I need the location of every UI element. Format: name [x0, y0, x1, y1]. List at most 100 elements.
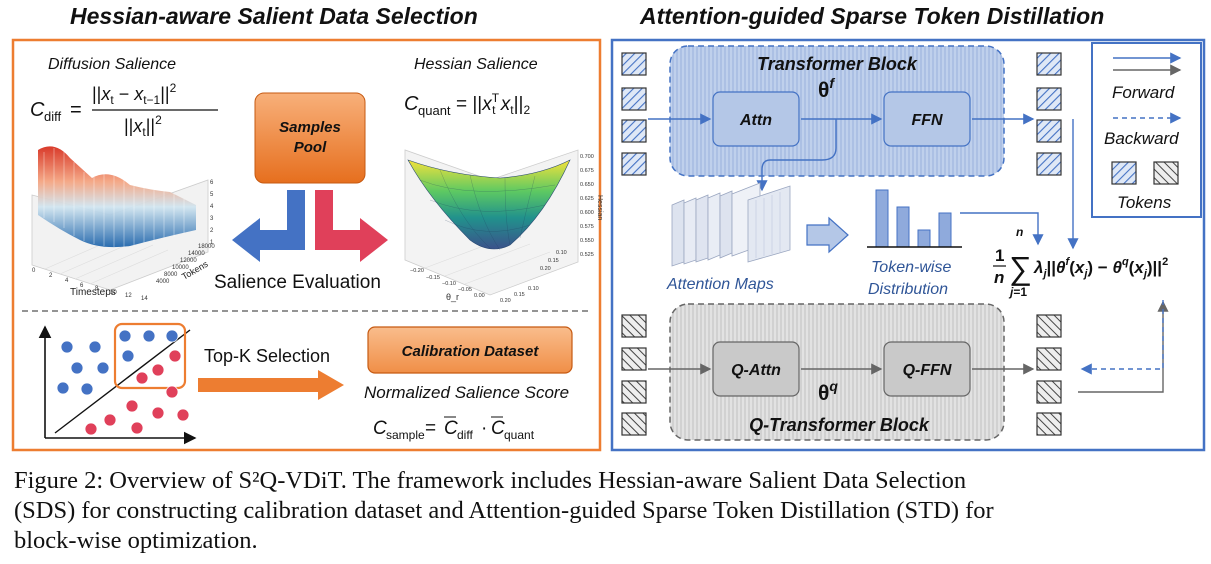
svg-text:n: n: [1016, 225, 1023, 239]
svg-text:= ||xTt xt||2: = ||xTt xt||2: [456, 91, 530, 117]
svg-text:diff: diff: [457, 428, 473, 442]
svg-text:Samples: Samples: [279, 119, 341, 136]
svg-text:18000: 18000: [198, 244, 215, 250]
token-dist-label-2: Distribution: [868, 281, 948, 298]
svg-text:4000: 4000: [156, 279, 170, 285]
svg-text:0.20: 0.20: [540, 266, 551, 272]
svg-text:Backward: Backward: [1104, 129, 1179, 148]
svg-text:quant: quant: [418, 103, 451, 118]
svg-text:θ_r: θ_r: [446, 292, 459, 302]
normalized-score-label: Normalized Salience Score: [364, 383, 569, 402]
svg-text:C: C: [404, 93, 419, 115]
samples-pool-box: Samples Pool: [254, 92, 366, 184]
svg-text:Hessian: Hessian: [596, 195, 603, 220]
attn-box: [712, 91, 800, 147]
svg-text:2: 2: [210, 228, 214, 234]
svg-text:C: C: [30, 99, 45, 121]
svg-text:∑: ∑: [1009, 250, 1032, 286]
svg-text:C: C: [373, 418, 387, 439]
svg-text:Tokens: Tokens: [1117, 193, 1172, 212]
svg-text:0.650: 0.650: [580, 182, 594, 188]
q-transformer-block-label: Q-Transformer Block: [749, 415, 930, 435]
q-transformer-block: [669, 303, 1005, 441]
svg-text:Attn: Attn: [739, 112, 772, 129]
svg-text:−0.20: −0.20: [410, 268, 424, 274]
svg-text:Forward: Forward: [1112, 83, 1175, 102]
svg-text:0.550: 0.550: [580, 238, 594, 244]
svg-text:14: 14: [141, 296, 148, 302]
svg-text:12000: 12000: [180, 258, 197, 264]
salience-evaluation-label: Salience Evaluation: [214, 272, 381, 293]
svg-text:Calibration Dataset: Calibration Dataset: [402, 343, 540, 360]
q-ffn-box: [883, 341, 971, 397]
diffusion-formula: C diff = ||xt − xt−1||2 ||xt||2: [30, 81, 218, 139]
svg-text:0.10: 0.10: [556, 250, 567, 256]
svg-text:quant: quant: [504, 428, 535, 442]
svg-text:−0.05: −0.05: [458, 287, 472, 293]
svg-text:n: n: [994, 268, 1004, 287]
calibration-dataset-box: Calibration Dataset: [367, 326, 573, 374]
svg-text:8: 8: [95, 286, 99, 292]
svg-text:3: 3: [210, 216, 214, 222]
ffn-box: [883, 91, 971, 147]
svg-text:j=1: j=1: [1008, 285, 1027, 299]
input-tokens-quant: [621, 314, 647, 436]
theta-q: θq: [818, 378, 838, 405]
svg-text:0.675: 0.675: [580, 168, 594, 174]
svg-text:λj||θf(xj) − θq(xj)||2: λj||θf(xj) − θq(xj)||2: [1033, 256, 1168, 280]
output-tokens-quant: [1036, 314, 1062, 436]
svg-text:6: 6: [210, 180, 214, 186]
svg-text:0.700: 0.700: [580, 154, 594, 160]
svg-text:1: 1: [995, 246, 1004, 265]
svg-text:C: C: [444, 418, 458, 439]
svg-text:0.20: 0.20: [500, 298, 511, 304]
svg-text:0.525: 0.525: [580, 252, 594, 258]
svg-text:Q-FFN: Q-FFN: [903, 362, 952, 379]
svg-text:0.600: 0.600: [580, 210, 594, 216]
svg-text:||xt − xt−1||2: ||xt − xt−1||2: [92, 81, 177, 107]
left-panel-title: Hessian-aware Salient Data Selection: [70, 3, 478, 29]
hessian-salience-label: Hessian Salience: [414, 56, 538, 73]
svg-text:0: 0: [32, 268, 36, 274]
svg-text:0.625: 0.625: [580, 196, 594, 202]
svg-text:10: 10: [110, 290, 117, 296]
svg-text:Q-Attn: Q-Attn: [731, 362, 781, 379]
svg-text:8000: 8000: [164, 272, 178, 278]
attention-maps-stack: [671, 182, 791, 267]
svg-text:C: C: [491, 418, 505, 439]
svg-text:=: =: [70, 99, 82, 121]
right-panel-title: Attention-guided Sparse Token Distillati…: [640, 3, 1105, 29]
input-tokens-fp: [621, 52, 647, 176]
maps-to-dist-arrow: [806, 216, 849, 254]
right-panel-frame: [610, 38, 1206, 452]
theta-f: θf: [818, 75, 835, 102]
q-attn-box: [712, 341, 800, 397]
caption-line-1: Figure 2: Overview of S²Q-VDiT. The fram…: [14, 467, 967, 494]
backward-arrow: [1080, 300, 1164, 375]
diffusion-salience-label: Diffusion Salience: [48, 56, 176, 73]
sample-formula: C sample = C diff · C quant: [373, 416, 535, 442]
topk-scatter-plot: [38, 322, 197, 445]
left-panel-frame: [11, 38, 602, 452]
svg-text:=: =: [425, 418, 436, 439]
svg-text:4: 4: [65, 278, 69, 284]
svg-text:2: 2: [49, 273, 53, 279]
svg-text:4: 4: [210, 204, 214, 210]
svg-text:5: 5: [210, 192, 214, 198]
distillation-loss-formula: 1 n n ∑ j=1 λj||θf(xj) − θq(xj)||2: [993, 225, 1168, 299]
topk-arrow: [198, 370, 344, 400]
svg-text:6: 6: [80, 283, 84, 289]
attention-maps-label: Attention Maps: [666, 276, 774, 293]
svg-text:FFN: FFN: [911, 112, 943, 129]
caption-line-3: block-wise optimization.: [14, 527, 258, 554]
svg-text:Pool: Pool: [294, 139, 327, 156]
transformer-block-label: Transformer Block: [757, 54, 918, 74]
svg-text:−0.10: −0.10: [442, 281, 456, 287]
svg-text:0.00: 0.00: [474, 293, 485, 299]
red-split-arrow: [315, 190, 388, 262]
svg-text:12: 12: [125, 293, 132, 299]
svg-text:Timesteps: Timesteps: [70, 287, 116, 298]
